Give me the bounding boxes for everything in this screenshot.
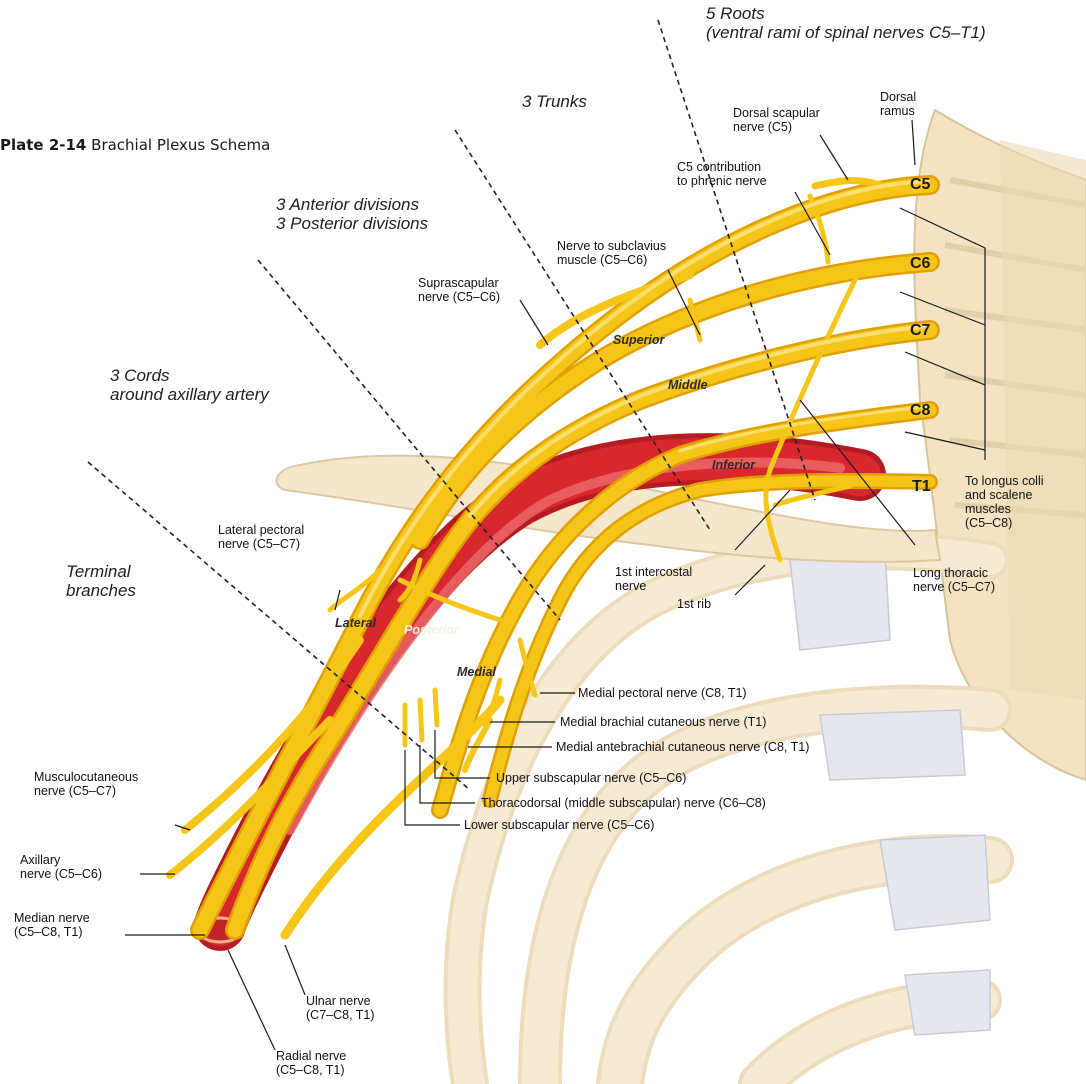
label-dorsal-ramus-line1: Dorsal bbox=[880, 90, 916, 104]
header-divisions: 3 Anterior divisions 3 Posterior divisio… bbox=[276, 195, 428, 233]
label-long-thoracic-line2: nerve (C5–C7) bbox=[913, 580, 995, 594]
label-median-line1: Median nerve bbox=[14, 911, 90, 925]
plate-title-text: Brachial Plexus Schema bbox=[91, 136, 270, 154]
root-label-c8: C8 bbox=[910, 402, 930, 420]
plate-number: Plate 2-14 bbox=[0, 136, 86, 154]
header-roots-line2: (ventral rami of spinal nerves C5–T1) bbox=[706, 23, 986, 42]
thoracodorsal-branch bbox=[420, 700, 422, 740]
label-medial-pectoral: Medial pectoral nerve (C8, T1) bbox=[578, 686, 747, 700]
label-suprascapular: Suprascapular nerve (C5–C6) bbox=[418, 276, 500, 304]
header-cords: 3 Cords around axillary artery bbox=[110, 366, 269, 404]
plate-title: Plate 2-14 Brachial Plexus Schema bbox=[0, 136, 270, 154]
label-intercostal-line1: 1st intercostal bbox=[615, 565, 692, 579]
cord-label-lateral: Lateral bbox=[335, 616, 376, 630]
label-thoracodorsal: Thoracodorsal (middle subscapular) nerve… bbox=[481, 796, 766, 810]
label-suprascapular-line1: Suprascapular bbox=[418, 276, 500, 290]
upper-subscapular-branch bbox=[435, 690, 437, 725]
header-roots: 5 Roots (ventral rami of spinal nerves C… bbox=[706, 4, 986, 42]
label-long-thoracic: Long thoracic nerve (C5–C7) bbox=[913, 566, 995, 594]
label-intercostal-line2: nerve bbox=[615, 579, 692, 593]
label-lower-subscapular: Lower subscapular nerve (C5–C6) bbox=[464, 818, 654, 832]
label-radial: Radial nerve (C5–C8, T1) bbox=[276, 1049, 346, 1077]
header-divisions-line2: 3 Posterior divisions bbox=[276, 214, 428, 233]
label-musculocutaneous-line1: Musculocutaneous bbox=[34, 770, 138, 784]
label-ulnar-line2: (C7–C8, T1) bbox=[306, 1008, 375, 1022]
label-upper-subscapular: Upper subscapular nerve (C5–C6) bbox=[496, 771, 686, 785]
label-lateral-pectoral: Lateral pectoral nerve (C5–C7) bbox=[218, 523, 304, 551]
label-longus-colli-line1: To longus colli bbox=[965, 474, 1044, 488]
label-subclavius-line2: muscle (C5–C6) bbox=[557, 253, 666, 267]
label-axillary-line1: Axillary bbox=[20, 853, 102, 867]
label-dorsal-ramus: Dorsal ramus bbox=[880, 90, 916, 118]
cord-label-medial: Medial bbox=[457, 665, 496, 679]
label-radial-line1: Radial nerve bbox=[276, 1049, 346, 1063]
label-suprascapular-line2: nerve (C5–C6) bbox=[418, 290, 500, 304]
header-cords-line1: 3 Cords bbox=[110, 366, 269, 385]
label-first-rib: 1st rib bbox=[677, 597, 711, 611]
label-longus-colli-line2: and scalene bbox=[965, 488, 1044, 502]
label-ulnar-line1: Ulnar nerve bbox=[306, 994, 375, 1008]
vertebral-column bbox=[914, 110, 1086, 780]
label-c5-phrenic: C5 contribution to phrenic nerve bbox=[677, 160, 767, 188]
label-long-thoracic-line1: Long thoracic bbox=[913, 566, 995, 580]
label-musculocutaneous: Musculocutaneous nerve (C5–C7) bbox=[34, 770, 138, 798]
trunk-label-middle: Middle bbox=[668, 378, 708, 392]
label-axillary: Axillary nerve (C5–C6) bbox=[20, 853, 102, 881]
header-divisions-line1: 3 Anterior divisions bbox=[276, 195, 428, 214]
label-musculocutaneous-line2: nerve (C5–C7) bbox=[34, 784, 138, 798]
label-lateral-pectoral-line1: Lateral pectoral bbox=[218, 523, 304, 537]
label-dorsal-ramus-line2: ramus bbox=[880, 104, 916, 118]
root-label-c5: C5 bbox=[910, 176, 930, 194]
label-axillary-line2: nerve (C5–C6) bbox=[20, 867, 102, 881]
root-label-c7: C7 bbox=[910, 322, 930, 340]
header-terminal-line2: branches bbox=[66, 581, 136, 600]
header-roots-line1: 5 Roots bbox=[706, 4, 986, 23]
header-trunks: 3 Trunks bbox=[522, 92, 587, 111]
label-median-line2: (C5–C8, T1) bbox=[14, 925, 90, 939]
label-longus-colli: To longus colli and scalene muscles (C5–… bbox=[965, 474, 1044, 530]
label-subclavius: Nerve to subclavius muscle (C5–C6) bbox=[557, 239, 666, 267]
label-longus-colli-line3: muscles bbox=[965, 502, 1044, 516]
label-lateral-pectoral-line2: nerve (C5–C7) bbox=[218, 537, 304, 551]
label-radial-line2: (C5–C8, T1) bbox=[276, 1063, 346, 1077]
header-cords-line2: around axillary artery bbox=[110, 385, 269, 404]
root-label-c6: C6 bbox=[910, 255, 930, 273]
label-ulnar: Ulnar nerve (C7–C8, T1) bbox=[306, 994, 375, 1022]
trunk-label-superior: Superior bbox=[613, 333, 664, 347]
header-terminal: Terminal branches bbox=[66, 562, 136, 600]
label-c5-phrenic-line1: C5 contribution bbox=[677, 160, 767, 174]
label-dorsal-scapular-line1: Dorsal scapular bbox=[733, 106, 820, 120]
label-dorsal-scapular: Dorsal scapular nerve (C5) bbox=[733, 106, 820, 134]
header-terminal-line1: Terminal bbox=[66, 562, 136, 581]
root-label-t1: T1 bbox=[912, 478, 931, 496]
label-dorsal-scapular-line2: nerve (C5) bbox=[733, 120, 820, 134]
label-medial-antebrachial: Medial antebrachial cutaneous nerve (C8,… bbox=[556, 740, 809, 754]
label-intercostal: 1st intercostal nerve bbox=[615, 565, 692, 593]
trunk-label-inferior: Inferior bbox=[712, 458, 755, 472]
dorsal-scapular-branch bbox=[815, 181, 880, 186]
label-medial-brachial: Medial brachial cutaneous nerve (T1) bbox=[560, 715, 766, 729]
label-c5-phrenic-line2: to phrenic nerve bbox=[677, 174, 767, 188]
label-median: Median nerve (C5–C8, T1) bbox=[14, 911, 90, 939]
cord-label-posterior: Posterior bbox=[404, 623, 459, 637]
label-longus-colli-line4: (C5–C8) bbox=[965, 516, 1044, 530]
label-subclavius-line1: Nerve to subclavius bbox=[557, 239, 666, 253]
